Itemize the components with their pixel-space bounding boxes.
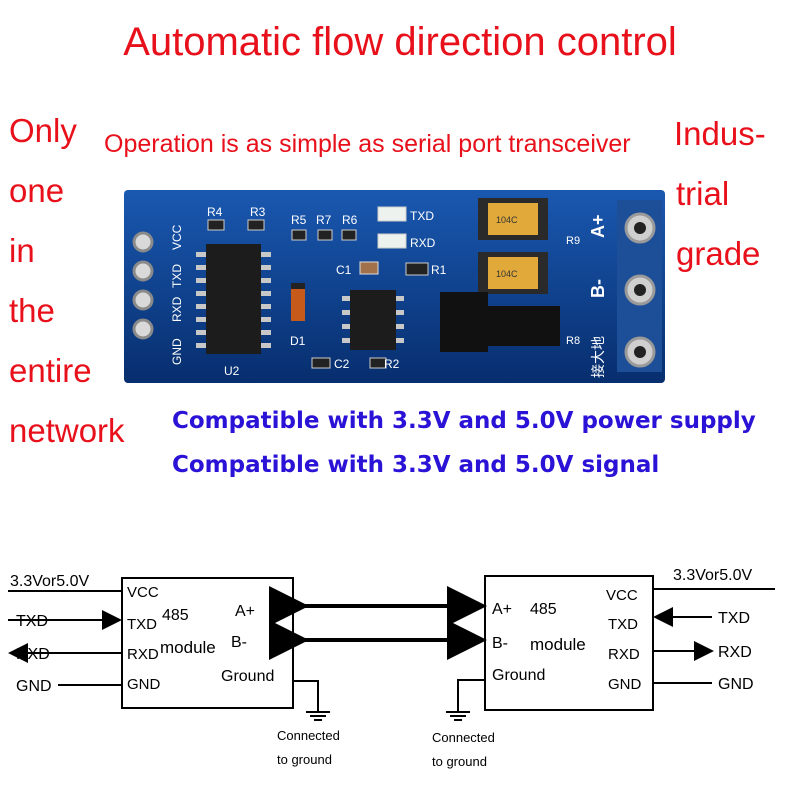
ref-r9: R9 [566,235,580,247]
right-pin-rxd: RXD [608,646,640,663]
pin-label-gnd: GND [170,338,184,365]
right-bus-a: A+ [492,601,512,618]
right-ground-label: Ground [492,667,545,684]
led-label-rxd: RXD [410,236,436,250]
left-signal-gnd: GND [16,678,52,695]
ref-r3: R3 [250,205,266,219]
chip-u2 [206,244,261,354]
right-pin-vcc: VCC [606,587,638,604]
compat-line: Compatible with 3.3V and 5.0V signal [172,452,660,478]
screw-terminals [617,200,662,372]
left-pin-txd: TXD [127,616,157,633]
terminal-label-b: B- [588,279,608,298]
right-module-number: 485 [530,601,557,618]
ref-c2: C2 [334,357,350,371]
right-bus-b: B- [492,635,508,652]
terminal-label-a: A+ [588,214,608,238]
left-ground-label: Ground [221,668,274,685]
left-signal-txd: TXD [16,613,48,630]
diode-d1 [291,283,305,321]
chip-u2-pins [196,252,271,348]
left-word: one [9,172,65,209]
compat-line: Compatible with 3.3V and 5.0V power supp… [172,408,756,434]
left-pin-rxd: RXD [127,646,159,663]
ref-r6: R6 [342,213,358,227]
left-word: in [9,232,35,269]
left-word: the [9,292,55,329]
right-word: trial [676,175,730,212]
left-word: network [9,412,125,449]
left-pin-vcc: VCC [127,584,159,601]
led-label-txd: TXD [410,209,434,223]
left-bus-a: A+ [235,603,255,620]
right-signal-gnd: GND [718,676,754,693]
ref-r4: R4 [207,205,223,219]
left-pin-gnd: GND [127,676,161,693]
pin-label-rxd: RXD [170,296,184,322]
right-word: Indus- [674,115,766,152]
left-module-word: module [160,638,216,657]
right-pin-txd: TXD [608,616,638,633]
ref-d1: D1 [290,334,306,348]
ref-r1: R1 [431,263,447,277]
right-module-word: module [530,635,586,654]
ref-r7: R7 [316,213,332,227]
left-bus-b: B- [231,634,247,651]
ground-note-left-1: Connected [277,728,340,743]
ref-u2: U2 [224,364,240,378]
ref-c1: C1 [336,263,352,277]
left-signal-rxd: RXD [16,646,50,663]
right-pin-gnd: GND [608,676,642,693]
right-word: grade [676,235,761,272]
ground-note-left-2: to ground [277,752,332,767]
ref-r8: R8 [566,335,580,347]
left-supply-label: 3.3Vor5.0V [10,573,90,590]
left-module-number: 485 [162,607,189,624]
right-signal-rxd: RXD [718,644,752,661]
header-pins [132,231,154,340]
ground-note-right-1: Connected [432,730,495,745]
ground-note-right-2: to ground [432,754,487,769]
right-supply-label: 3.3Vor5.0V [673,567,753,584]
left-word: Only [9,112,77,149]
ref-r5: R5 [291,213,307,227]
pin-label-txd: TXD [170,264,184,288]
chip-small [350,290,396,350]
left-word: entire [9,352,92,389]
pin-label-vcc: VCC [170,224,184,250]
ref-r2: R2 [384,357,400,371]
subtitle: Operation is as simple as serial port tr… [104,130,631,158]
cap-code-1: 104C [496,215,518,225]
right-signal-txd: TXD [718,610,750,627]
ground-chars: 接大地 [590,336,606,378]
cap-code-2: 104C [496,269,518,279]
page-title: Automatic flow direction control [123,20,677,64]
